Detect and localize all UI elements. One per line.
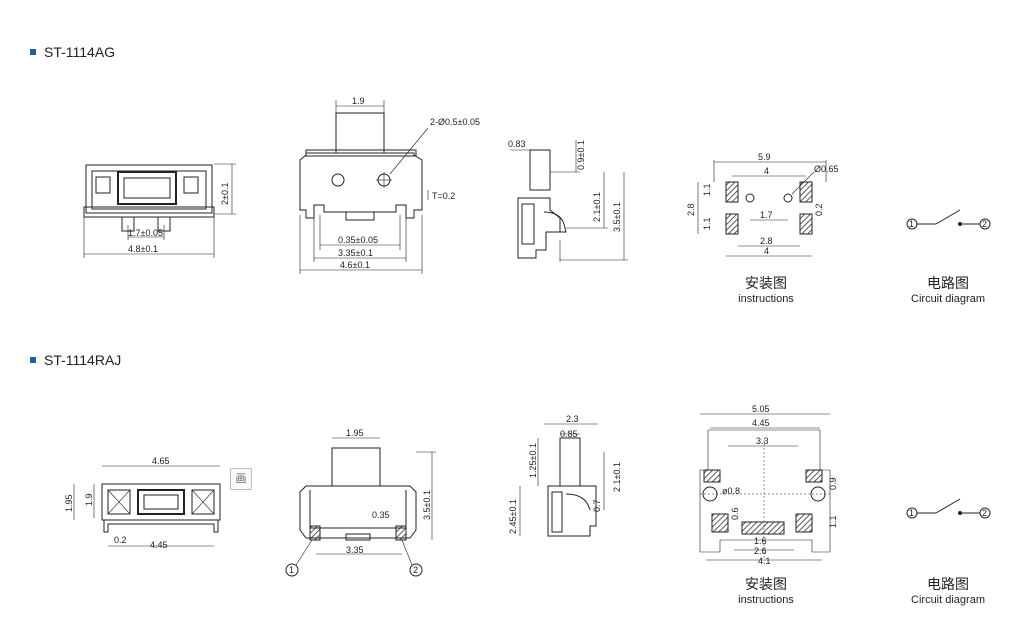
- dim-label: 1.7: [760, 210, 773, 220]
- dim-label: 4: [764, 166, 769, 176]
- pin-label: 2: [982, 219, 987, 229]
- dim-label: 2.1±0.1: [612, 462, 622, 492]
- dim-label: 3.5±0.1: [422, 490, 432, 520]
- dim-label: 1.1: [828, 515, 838, 528]
- pin-label: 2: [413, 565, 418, 575]
- dim-label: 5.9: [758, 152, 771, 162]
- dim-label: 2.8: [686, 203, 696, 216]
- dim-label: 1.9: [84, 493, 94, 506]
- section-title-text: ST-1114RAJ: [44, 352, 122, 368]
- caption-en: Circuit diagram: [911, 594, 985, 606]
- dim-label: 0.35: [372, 510, 390, 520]
- caption-en: instructions: [738, 293, 794, 305]
- dim-label: ø0.8: [722, 486, 740, 496]
- dim-label: 2±0.1: [220, 183, 230, 205]
- dim-label: 1.25±0.1: [528, 443, 538, 478]
- dim-label: 0.6: [730, 507, 740, 520]
- dim-label: 1.1: [702, 183, 712, 196]
- dim-label: 0.9: [828, 477, 838, 490]
- install-caption-ag: 安装图 instructions: [696, 273, 836, 305]
- dim-label: 0.2: [114, 535, 127, 545]
- install-caption-raj: 安装图 instructions: [696, 574, 836, 606]
- dim-label: 2.1±0.1: [592, 192, 602, 222]
- ag-top-view: 1.9 2-Ø0.5±0.05 T=0.2 0.35±0.05 3.35±0.1…: [299, 96, 480, 274]
- dim-label: 0.9±0.1: [576, 140, 586, 170]
- dim-label: T=0.2: [432, 191, 455, 201]
- dim-label: Ø0.65: [814, 164, 839, 174]
- dim-label: 5.05: [752, 404, 770, 414]
- ag-pcb-layout: 5.9 4 Ø0.65 2.8 1.1 1.1 1.7 0.2 2.8 4: [686, 152, 839, 257]
- circuit-caption-raj: 电路图 Circuit diagram: [878, 574, 1018, 606]
- dim-label: 1.6: [754, 536, 767, 546]
- dim-label: 3.35: [346, 545, 364, 555]
- dim-label: 0.35±0.05: [338, 235, 378, 245]
- dim-label: 1.9: [352, 96, 365, 106]
- section-title-text: ST-1114AG: [44, 44, 116, 60]
- dim-label: 0.83: [508, 139, 526, 149]
- caption-en: instructions: [738, 594, 794, 606]
- section-title-ag: ST-1114AG: [30, 44, 115, 60]
- raj-pcb-layout: 5.05 4.45 3.3 ø0.8 0.9 0.6 1.6 1.1 2.6 4…: [699, 404, 838, 566]
- dim-label: 0.2: [814, 203, 824, 216]
- image-tool-icon[interactable]: 画: [230, 468, 252, 490]
- dim-label: 1.95: [64, 494, 74, 512]
- dim-label: 4: [764, 246, 769, 256]
- dim-label: 4.6±0.1: [340, 260, 370, 270]
- dim-label: 4.1: [758, 556, 771, 566]
- dim-label: 2.8: [760, 236, 773, 246]
- caption-zh: 安装图: [745, 276, 787, 292]
- raj-circuit-diagram: 1 2: [906, 498, 991, 519]
- dim-label: 2.6: [754, 546, 767, 556]
- circuit-caption-ag: 电路图 Circuit diagram: [878, 273, 1018, 305]
- dim-label: 4.45: [150, 540, 168, 550]
- section-title-raj: ST-1114RAJ: [30, 352, 121, 368]
- dim-label: 3.3: [756, 436, 769, 446]
- raj-front-view: 4.65 1.95 1.9 0.2 4.45: [64, 456, 221, 550]
- pin-label: 1: [289, 565, 294, 575]
- bullet-icon: [30, 49, 36, 55]
- pin-label: 2: [982, 508, 987, 518]
- raj-side-view: 2.3 0.85 1.25±0.1 2.1±0.1 2.45±0.1 0.7: [508, 414, 622, 537]
- dim-label: 4.65: [152, 456, 170, 466]
- dim-label: 4.45: [752, 418, 770, 428]
- ag-side-view: 0.83 0.9±0.1 2.1±0.1 3.5±0.1: [508, 139, 628, 262]
- ag-front-view: 2±0.1 1.7±0.05 4.8±0.1: [83, 163, 236, 258]
- dim-label: 1.7±0.05: [128, 228, 163, 238]
- pin-label: 1: [909, 508, 914, 518]
- dim-label: 0.7: [592, 499, 602, 512]
- dim-label: 3.5±0.1: [612, 202, 622, 232]
- dim-label: 3.35±0.1: [338, 248, 373, 258]
- caption-en: Circuit diagram: [911, 293, 985, 305]
- caption-zh: 电路图: [927, 276, 969, 292]
- pin-label: 1: [909, 219, 914, 229]
- dim-label: 2-Ø0.5±0.05: [430, 117, 480, 127]
- dim-label: 0.85: [560, 429, 578, 439]
- caption-zh: 安装图: [745, 577, 787, 593]
- ag-circuit-diagram: 1 2: [906, 209, 991, 230]
- dim-label: 2.3: [566, 414, 579, 424]
- dim-label: 1.95: [346, 428, 364, 438]
- dim-label: 1.1: [702, 217, 712, 230]
- raj-top-view: 1.95 3.5±0.1 0.35 3.35 1 2: [285, 428, 436, 577]
- bullet-icon: [30, 357, 36, 363]
- dim-label: 4.8±0.1: [128, 244, 158, 254]
- caption-zh: 电路图: [927, 577, 969, 593]
- dim-label: 2.45±0.1: [508, 499, 518, 534]
